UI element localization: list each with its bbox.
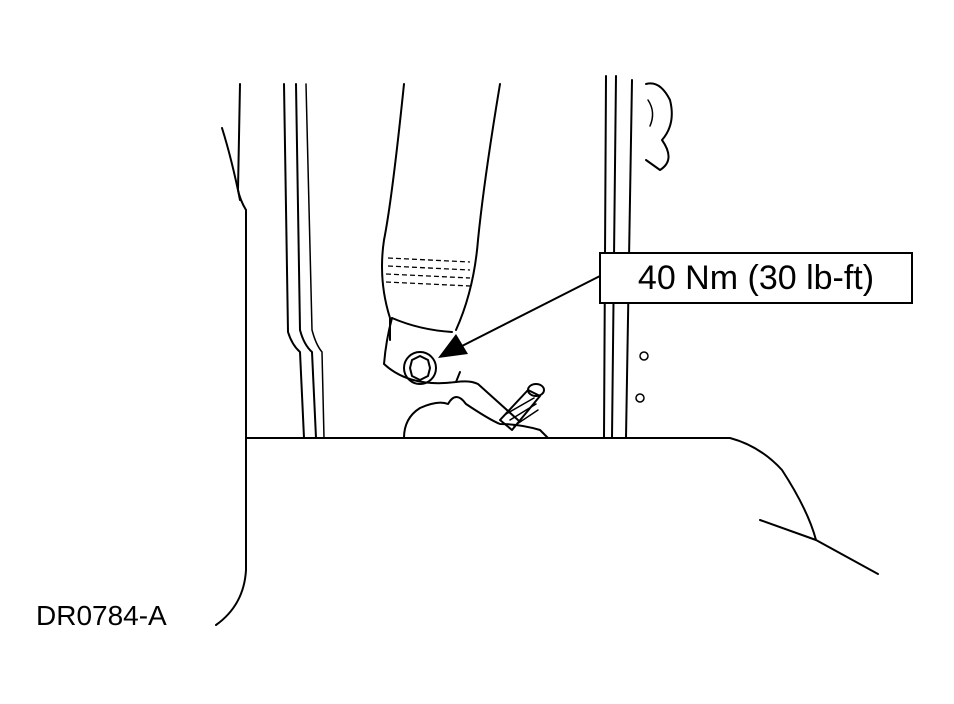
torque-callout: 40 Nm (30 lb-ft) (599, 252, 913, 304)
anchor-stud-icon (499, 383, 545, 431)
lower-trim (403, 396, 549, 439)
figure-id-label: DR0784-A (36, 600, 167, 631)
seat-belt-webbing (381, 83, 501, 341)
callout-arrow (438, 275, 601, 358)
torque-label: 40 Nm (30 lb-ft) (637, 259, 875, 297)
anchor-bolt-icon (403, 351, 437, 385)
b-pillar-trim (215, 83, 325, 626)
anchor-bracket (383, 317, 519, 421)
floor-panel (245, 437, 879, 575)
